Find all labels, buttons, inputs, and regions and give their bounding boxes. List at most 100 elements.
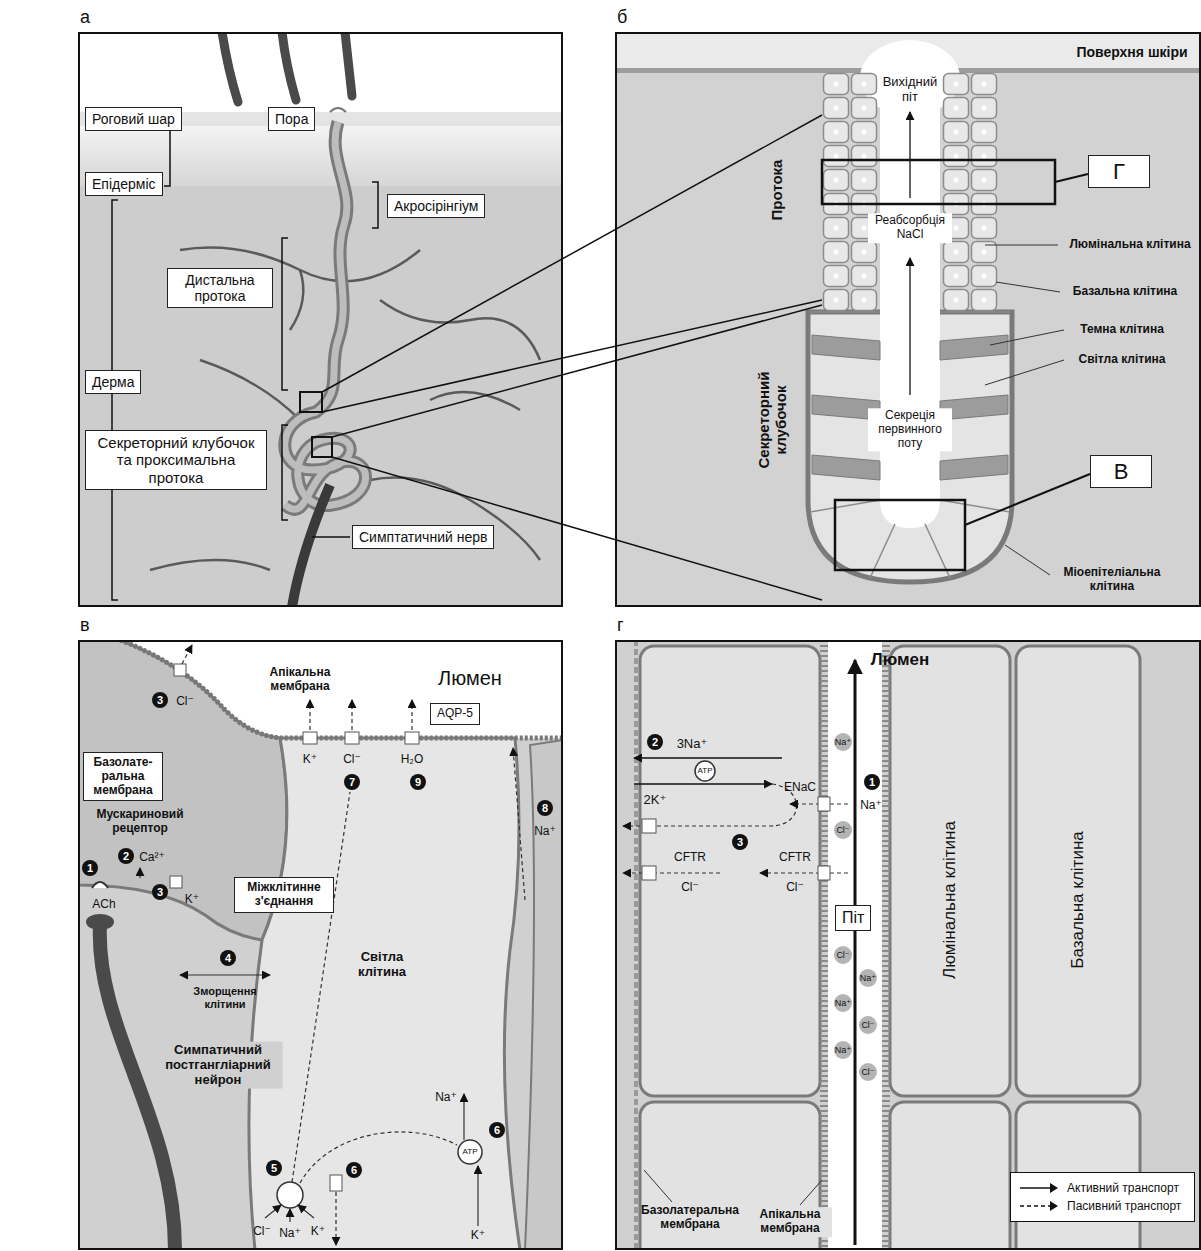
clear-cell-illustration-part-part	[513, 748, 525, 900]
callout-number: 6	[346, 1162, 362, 1178]
part-label: Базальна клітина	[1068, 831, 1088, 968]
skin-illustration-part-part	[282, 238, 288, 390]
ion-label: Na⁺	[834, 1041, 852, 1059]
part-label: Базолатеральна мембрана	[630, 1204, 750, 1232]
clear-cell-illustration-part	[182, 645, 192, 664]
gland-illustration-part	[615, 32, 1201, 607]
clear-cell-illustration-part-part	[300, 1132, 457, 1183]
callout-number: 3	[152, 884, 168, 900]
clear-cell-illustration-part	[180, 974, 270, 975]
duct-cell-illustration-part-part	[1016, 646, 1140, 1096]
callout-number: 1	[82, 860, 98, 876]
clear-cell-illustration-part	[265, 1094, 478, 1226]
gland-illustration-part	[1055, 174, 1088, 182]
callout-number: 9	[410, 774, 426, 790]
ion-label: Cl⁻	[859, 1016, 877, 1034]
legend-text: Активний транспорт	[1067, 1179, 1179, 1197]
gland-illustration-part	[985, 245, 1064, 575]
zoom-lines-part	[322, 300, 822, 412]
legend-row: Активний транспорт	[1019, 1179, 1186, 1197]
clear-cell-illustration-part	[174, 664, 186, 676]
label-box: В	[1090, 455, 1152, 488]
part-label: 3Na⁺	[677, 737, 708, 752]
clear-cell-illustration-part-part	[309, 700, 310, 730]
skin-illustration-part-part	[282, 425, 288, 520]
part-label: ATP	[463, 1147, 478, 1156]
ion-label: Cl⁻	[859, 1063, 877, 1081]
clear-cell-illustration-part-part	[345, 732, 359, 744]
part-label: Cl⁻	[343, 753, 361, 767]
part-label: Вихідний піт	[875, 75, 945, 105]
part-label: Cl⁻	[681, 881, 699, 895]
clear-cell-illustration-part	[139, 868, 140, 878]
clear-cell-illustration-part-part	[303, 732, 317, 744]
label-box: Епідерміс	[85, 172, 163, 196]
clear-cell-illustration-part-part	[298, 1205, 314, 1218]
part-label: Секреція первинного поту	[868, 408, 952, 451]
label-box: Секреторний клубочок та проксимальна про…	[85, 430, 267, 490]
callout-number: 8	[537, 800, 553, 816]
skin-illustration-part	[78, 186, 563, 607]
gland-illustration-part-part	[810, 311, 880, 313]
gland-illustration-part-part	[1005, 545, 1050, 575]
part-label: K⁺	[303, 753, 317, 767]
part-label: Na⁺	[860, 799, 882, 813]
clear-cell-illustration-part	[458, 1140, 482, 1164]
clear-cell-illustration-part	[92, 882, 108, 888]
part-label: CFTR	[779, 851, 811, 865]
box-text: В	[1097, 459, 1145, 484]
skin-illustration-part-part	[150, 560, 270, 570]
part-label: Люмінальна клітина	[1069, 238, 1190, 252]
zoom-lines-part	[332, 305, 822, 437]
skin-illustration-part-part	[312, 536, 350, 538]
gland-illustration-part-part	[940, 335, 1008, 360]
clear-cell-illustration-part-part	[405, 732, 419, 744]
part-label: Темна клітина	[1080, 323, 1164, 337]
box-text: Симптатичний нерв	[359, 529, 487, 545]
label-box: Дистальна протока	[167, 268, 273, 308]
skin-illustration-part-part	[112, 200, 118, 600]
panel-frame: аРоговий шарПораЕпідермісАкросірінгіумДи…	[78, 32, 563, 607]
part-label: ACh	[92, 898, 115, 912]
part-label: Світла клітина	[347, 950, 417, 980]
part-label: Мускариновий рецептор	[90, 808, 190, 836]
skin-illustration-part	[330, 108, 346, 112]
part-label: Міоепітеліальна клітина	[1047, 566, 1177, 594]
part-label: Cl⁻	[176, 695, 194, 709]
label-box: Роговий шар	[85, 107, 182, 131]
zoom-lines-part	[300, 392, 322, 412]
gland-illustration-part-part	[996, 282, 1060, 292]
clear-cell-illustration-part	[525, 740, 563, 1250]
clear-cell-illustration-part-part	[289, 1209, 290, 1222]
duct-cell-illustration-part-part	[890, 646, 1010, 1096]
clear-cell-illustration-part-part	[265, 1205, 281, 1218]
duct-cell-illustration-part-part	[640, 646, 820, 1096]
box-text: Акросірінгіум	[394, 198, 478, 214]
duct-cell-illustration-part-part	[818, 797, 830, 811]
part-label: Апікальна мембрана	[748, 1207, 832, 1237]
duct-cell-illustration-part	[642, 797, 830, 880]
skin-illustration-part-part	[164, 126, 170, 186]
label-box: Дерма	[85, 370, 141, 394]
duct-cell-illustration-part	[854, 660, 857, 1245]
part-label: 2K⁺	[644, 793, 667, 808]
box-text: Дистальна протока	[174, 272, 266, 304]
gland-illustration-part	[909, 258, 911, 395]
label-box: Базолате-ральна мембрана	[83, 752, 163, 801]
duct-cell-illustration	[615, 640, 1201, 1250]
duct-cell-illustration-part	[634, 640, 638, 1250]
part-label: K⁺	[311, 1225, 325, 1239]
ion-label: Na⁺	[834, 733, 852, 751]
clear-cell-illustration-part-part	[335, 1192, 336, 1245]
duct-cell-illustration-part-part	[634, 757, 782, 759]
clear-cell-illustration-part-part	[292, 792, 350, 1182]
panel-frame: гПіт	[615, 640, 1201, 1250]
clear-cell-illustration-part	[277, 1182, 303, 1208]
callout-number: 3	[152, 692, 168, 708]
legend-box: Активний транспортПасивний транспорт	[1010, 1172, 1195, 1222]
gland-illustration-part	[909, 112, 911, 198]
box-text: Міжклітинне з'єднання	[241, 881, 327, 909]
zoom-lines-part	[332, 457, 822, 600]
